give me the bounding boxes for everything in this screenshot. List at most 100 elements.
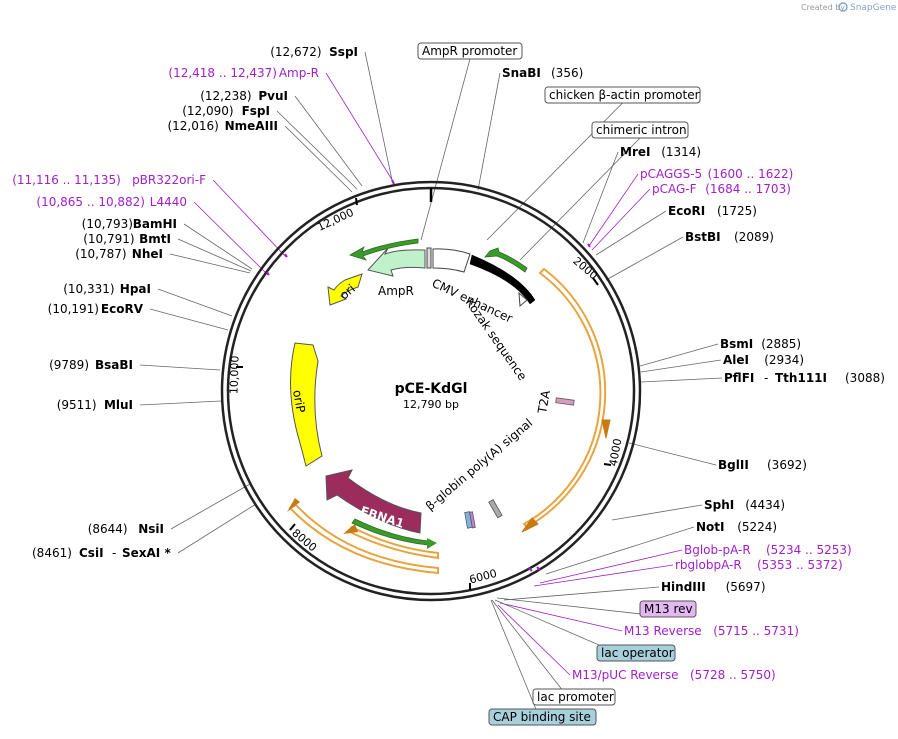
feature-kozak[interactable] [518, 291, 528, 308]
enzyme-site-ecorv[interactable]: EcoRV(10,191) [48, 302, 144, 316]
enzyme-site-nhei[interactable]: NheI(10,787) [75, 247, 163, 261]
enzyme-position: (5224) [737, 520, 777, 534]
enzyme-site-bsabi[interactable]: BsaBI(9789) [49, 358, 133, 372]
primer-leader-line [212, 179, 287, 258]
primer-pcag-f[interactable]: pCAG-F(1684 .. 1703) [652, 182, 791, 196]
pflfi-tth111i-label[interactable]: PflFI - Tth111I (3088) [724, 371, 885, 385]
primer-position: (11,116 .. 11,135) [12, 173, 121, 187]
feature-orip[interactable] [290, 342, 323, 467]
enzyme-name: BsmI [720, 337, 753, 351]
feature-label-lac-operator[interactable]: lac operator [596, 644, 676, 662]
enzyme-position: (356) [551, 66, 583, 80]
feature-label-cap-binding-site[interactable]: CAP binding site [488, 708, 597, 726]
enzyme-name: PvuI [258, 89, 288, 103]
leader-line [605, 236, 684, 281]
primer-pcaggs-5[interactable]: pCAGGS-5(1600 .. 1622) [640, 167, 793, 181]
enzyme-site-bglii[interactable]: BglII(3692) [718, 458, 807, 472]
enzyme-position: (8644) [88, 522, 128, 536]
enzyme-site-sphi[interactable]: SphI(4434) [704, 498, 785, 512]
feature-boxed-labels: AmpR promoter chicken β-actin promoter chi… [417, 42, 701, 726]
feature-orf-right-arrow[interactable] [601, 419, 611, 439]
enzyme-position: (2934) [764, 353, 804, 367]
primer-l4440[interactable]: L4440(10,865 .. 10,882) [36, 195, 187, 209]
enzyme-site-ecori[interactable]: EcoRI(1725) [668, 204, 757, 218]
feature-beta-globin-polya[interactable] [488, 499, 503, 519]
feature-t2a-label: T2A [535, 388, 553, 415]
feature-orange-arc-2-arrow[interactable] [343, 524, 358, 534]
feature-label-text: lac promoter [537, 690, 614, 704]
enzyme-name: AleI [723, 353, 749, 367]
enzyme-site-bamhi[interactable]: BamHI(10,793) [82, 217, 177, 231]
primer-leader-line [533, 564, 674, 587]
leader-line [490, 599, 543, 726]
leader-line [183, 223, 253, 270]
feature-label-box [639, 600, 697, 618]
enzyme-site-hindiii[interactable]: HindIII(5697) [661, 580, 766, 594]
enzyme-site-bstbi[interactable]: BstBI(2089) [685, 230, 774, 244]
leader-line [611, 504, 703, 521]
feature-label-box [532, 688, 616, 706]
enzyme-site-mrei[interactable]: MreI(1314) [620, 145, 701, 159]
enzyme-name: NotI [696, 520, 725, 534]
enzyme-position: (10,793) [82, 217, 133, 231]
plasmid-name: pCE-KdGl [395, 381, 468, 397]
feature-ampr-promoter[interactable] [426, 247, 432, 269]
feature-ampr[interactable] [367, 247, 426, 277]
primer-name: pCAG-F [652, 182, 697, 196]
primer-leader-line [325, 72, 395, 184]
feature-ori[interactable] [327, 273, 363, 306]
feature-ebna1[interactable] [325, 469, 422, 534]
feature-label-lac-promoter[interactable]: lac promoter [532, 688, 616, 706]
primer-rbglobpa-r[interactable]: rbglobpA-R(5353 .. 5372) [675, 558, 843, 572]
feature-orip-label: oriP [290, 389, 308, 414]
feature-label-chimeric-intron[interactable]: chimeric intron [591, 121, 689, 139]
enzyme-name: NheI [132, 247, 163, 261]
sexai-name: SexAI * [122, 546, 171, 560]
enzyme-site-fspi[interactable]: FspI(12,090) [182, 104, 270, 118]
enzyme-name: EcoRI [668, 204, 705, 218]
enzyme-site-mlui[interactable]: MluI(9511) [57, 398, 133, 412]
feature-orange-arc-2[interactable] [346, 525, 439, 560]
primer-m13-puc-reverse[interactable]: M13/pUC Reverse(5728 .. 5750) [572, 668, 776, 682]
feature-orf-right-arrow-end[interactable] [521, 517, 539, 533]
primer-pbr322ori-f[interactable]: pBR322ori-F(11,116 .. 11,135) [12, 173, 206, 187]
feature-orange-arc-1-arrow[interactable] [287, 498, 300, 512]
enzyme-site-sspi[interactable]: SspI(12,672) [270, 45, 358, 59]
feature-label-m13-rev[interactable]: M13 rev [639, 600, 697, 618]
feature-beta-actin-promoter[interactable] [469, 254, 536, 305]
feature-t2a[interactable] [555, 397, 575, 406]
primer-name: Bglob-pA-R [684, 543, 751, 557]
feature-cmv-enhancer[interactable] [432, 248, 471, 273]
enzyme-site-nmeaiii[interactable]: NmeAIII(12,016) [167, 119, 278, 133]
primer-markers [266, 179, 591, 572]
feature-label-ampr-promoter[interactable]: AmpR promoter [417, 42, 523, 60]
enzyme-site-bmti[interactable]: BmtI(10,791) [83, 232, 171, 246]
feature-m13-rev[interactable] [469, 511, 476, 529]
feature-orf-right[interactable] [522, 267, 607, 529]
leader-line [169, 253, 251, 274]
feature-green-arrow-top-right[interactable] [484, 247, 528, 273]
leader-line [519, 137, 641, 261]
enzyme-position: (9511) [57, 398, 97, 412]
enzyme-site-alei[interactable]: AleI (2934) [723, 353, 804, 367]
leader-line [276, 110, 358, 190]
primer-amp-r[interactable]: Amp-R(12,418 .. 12,437) [168, 66, 319, 80]
enzyme-site-pvui[interactable]: PvuI(12,238) [200, 89, 288, 103]
leader-line [595, 210, 667, 256]
feature-green-arrow-top-left[interactable] [349, 238, 419, 261]
feature-label-chicken-actin-promoter[interactable]: chicken β-actin promoter [544, 86, 701, 104]
csi-sexai-label[interactable]: (8461) CsiI - SexAI * [32, 546, 171, 560]
primer-m13-reverse[interactable]: M13 Reverse(5715 .. 5731) [624, 624, 799, 638]
enzyme-site-bsmi[interactable]: BsmI(2885) [720, 337, 801, 351]
enzyme-site-snabi[interactable]: SnaBI(356) [502, 66, 583, 80]
primer-bglob-pa-r[interactable]: Bglob-pA-R(5234 .. 5253) [684, 543, 852, 557]
feature-label-text: AmpR promoter [422, 44, 517, 58]
leader-line [582, 151, 619, 244]
feature-orange-arc-1[interactable] [288, 503, 439, 575]
enzyme-site-nsii[interactable]: NsiI(8644) [88, 522, 164, 536]
feature-green-arc-1-arrow[interactable] [427, 538, 437, 549]
enzyme-site-noti[interactable]: NotI (5224) [696, 520, 777, 534]
leader-line [177, 238, 252, 272]
enzyme-site-hpai[interactable]: HpaI(10,331) [63, 282, 151, 296]
